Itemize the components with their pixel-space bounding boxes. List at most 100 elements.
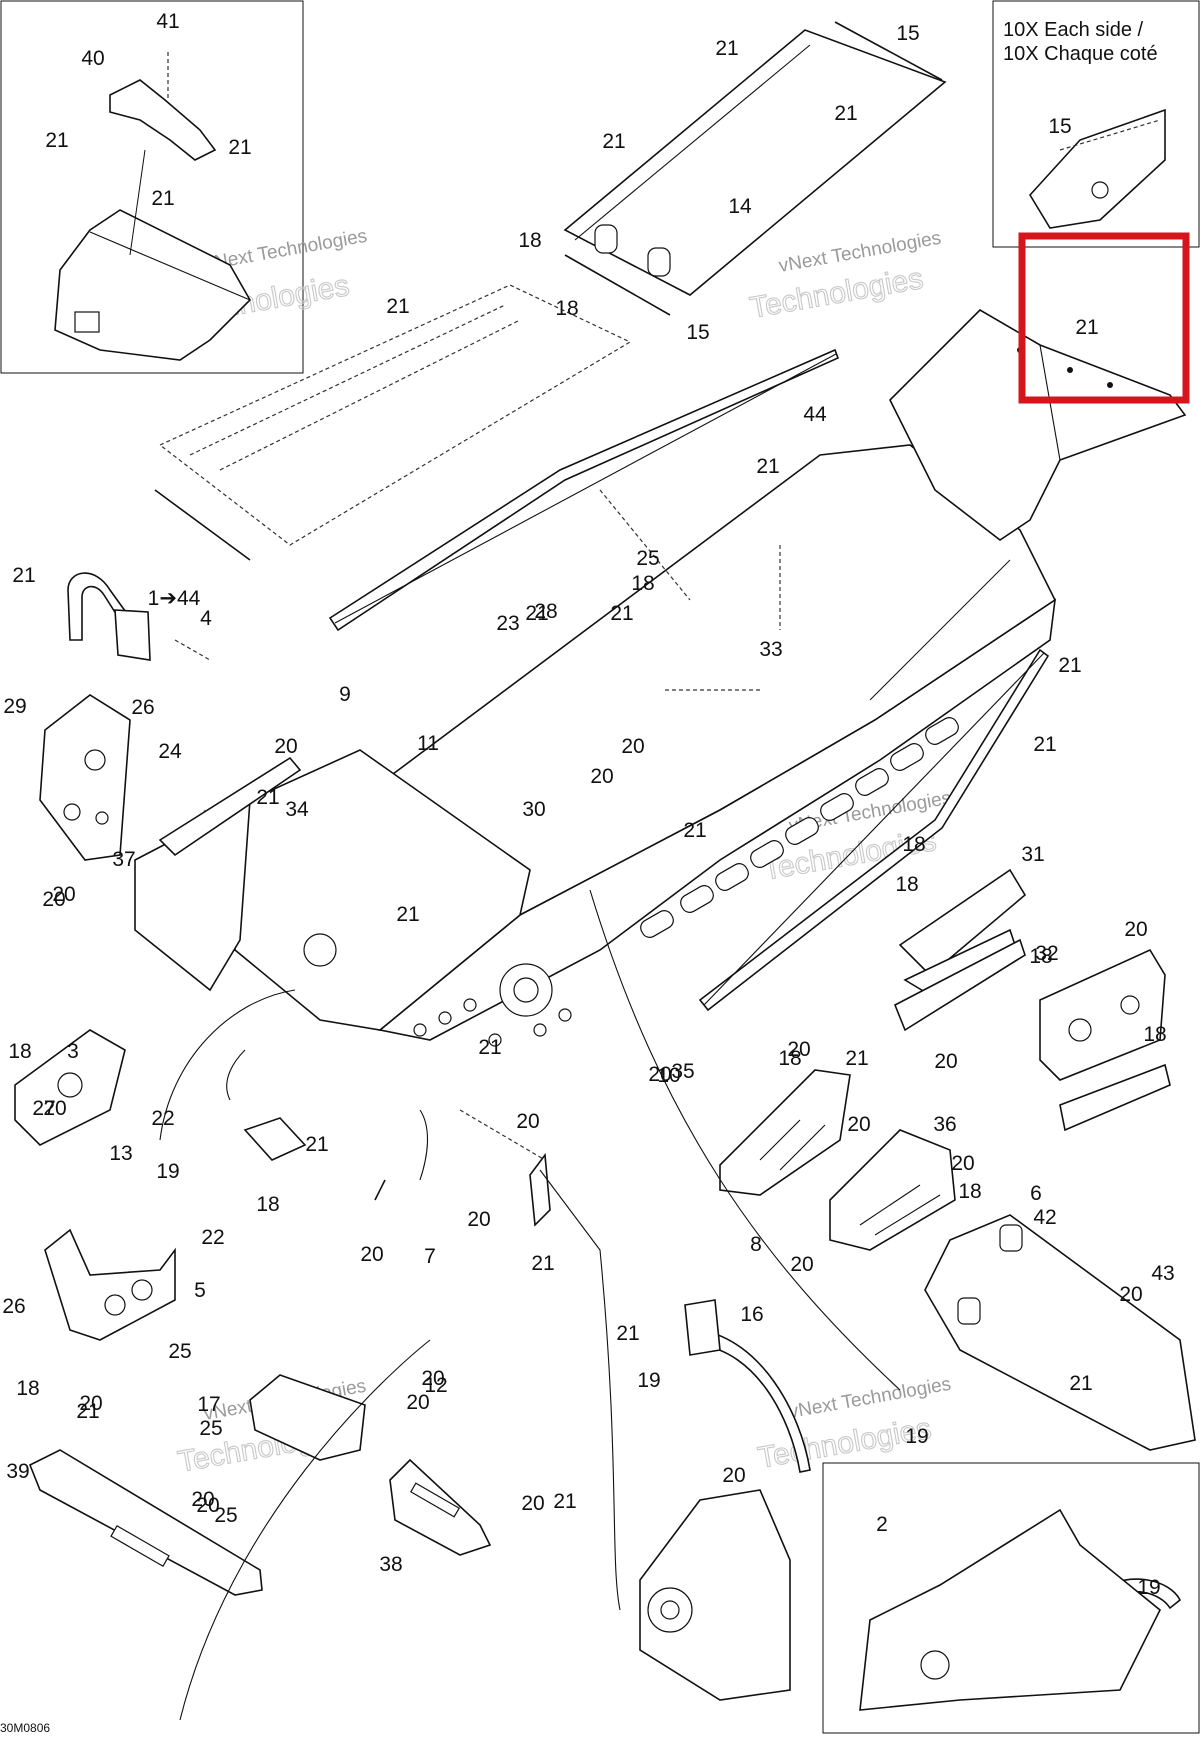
part-7-drawing	[719, 1069, 851, 1196]
callout-15: 15	[896, 22, 919, 45]
inset-box-top-right	[992, 0, 1200, 248]
bottom-right-inset-tunnel	[859, 1508, 1162, 1711]
callout-40: 40	[81, 47, 104, 70]
callout-25: 25	[636, 547, 659, 570]
callout-21: 21	[1033, 733, 1056, 756]
tunnel-main-drawing	[134, 444, 1057, 1047]
callout-41: 41	[156, 10, 179, 33]
callout-30: 30	[522, 798, 545, 821]
callout-22: 22	[151, 1107, 174, 1130]
callout-14: 14	[728, 195, 752, 218]
callout-28: 28	[534, 600, 557, 623]
part-9-highlight-box	[1018, 232, 1190, 404]
callout-21: 21	[834, 102, 857, 125]
callout-8: 8	[750, 1233, 762, 1256]
callout-20: 20	[467, 1208, 490, 1231]
callout-18: 18	[16, 1377, 39, 1400]
part-23-drawing	[328, 348, 840, 632]
part-5-drawing	[684, 1299, 811, 1473]
callout-3: 3	[67, 1040, 79, 1063]
drawing-code: 30M0806	[0, 1721, 50, 1734]
part-36-drawing	[1059, 1063, 1171, 1132]
callout-20: 20	[196, 1494, 219, 1517]
callout-18: 18	[256, 1193, 279, 1216]
tunnel-vent-row	[640, 717, 959, 938]
callout-21: 21	[531, 1252, 554, 1275]
part-42-drawing	[374, 1179, 386, 1201]
callout-20: 20	[1124, 918, 1147, 941]
callout-21: 21	[610, 602, 633, 625]
callout-7: 7	[424, 1245, 436, 1268]
callout-4: 4	[200, 607, 212, 630]
callout-18: 18	[8, 1040, 31, 1063]
callout-21: 21	[756, 455, 779, 478]
callout-17: 17	[197, 1393, 220, 1416]
callout-20: 20	[360, 1243, 383, 1266]
dashed-running-board	[154, 284, 632, 561]
callout-21: 21	[76, 1400, 99, 1423]
callout-144: 1➔44	[148, 587, 201, 610]
callout-18: 18	[555, 297, 578, 320]
callout-21: 21	[1075, 316, 1098, 339]
callout-43: 43	[1151, 1262, 1174, 1285]
callout-19: 19	[156, 1160, 179, 1183]
watermark-text: Technologies	[747, 262, 925, 325]
callout-20: 20	[951, 1152, 974, 1175]
callout-44: 44	[803, 403, 827, 426]
callout-25: 25	[214, 1504, 237, 1527]
callout-21: 21	[305, 1133, 328, 1156]
callout-18: 18	[895, 873, 918, 896]
part-32-drawing	[1039, 948, 1166, 1081]
callout-9: 9	[339, 683, 351, 706]
callout-21: 21	[256, 786, 279, 809]
callout-18: 18	[631, 572, 654, 595]
callout-20: 20	[934, 1050, 957, 1073]
callout-29: 29	[3, 695, 26, 718]
part-43-drawing	[924, 1214, 1196, 1451]
callout-15: 15	[1048, 115, 1071, 138]
callout-18: 18	[1143, 1023, 1166, 1046]
callout-20: 20	[191, 1488, 214, 1511]
inset-box-top-left	[0, 0, 304, 374]
callout-20: 20	[1119, 1283, 1142, 1306]
callout-21: 21	[683, 819, 706, 842]
callout-25: 25	[168, 1340, 191, 1363]
callout-34: 34	[285, 798, 309, 821]
callout-21: 21	[525, 602, 548, 625]
callout-21: 21	[845, 1047, 868, 1070]
callout-39: 39	[6, 1460, 29, 1483]
callout-19: 19	[637, 1369, 660, 1392]
callout-18: 18	[958, 1180, 981, 1203]
part-14-drawing	[563, 21, 947, 316]
callout-21: 21	[553, 1490, 576, 1513]
callout-13: 13	[109, 1142, 132, 1165]
callout-20: 20	[590, 765, 613, 788]
callout-20: 20	[42, 888, 65, 911]
callout-16: 16	[740, 1303, 763, 1326]
callout-33: 33	[759, 638, 782, 661]
callout-2: 2	[876, 1513, 888, 1536]
callout-19: 19	[905, 1425, 928, 1448]
callout-18: 18	[778, 1047, 801, 1070]
part-4-drawing	[67, 572, 211, 661]
callout-20: 20	[847, 1113, 870, 1136]
callout-23: 23	[496, 612, 519, 635]
part-6-drawing	[529, 1152, 551, 1227]
callout-26: 26	[2, 1295, 25, 1318]
part-24-drawing	[698, 648, 1050, 1012]
callout-6: 6	[1030, 1182, 1042, 1205]
part-35-drawing	[893, 938, 1026, 1032]
callout-20: 20	[52, 883, 75, 906]
part-13-drawing	[243, 1117, 307, 1161]
callout-42: 42	[1033, 1206, 1056, 1229]
callout-21: 21	[478, 1036, 501, 1059]
callout-5: 5	[194, 1279, 206, 1302]
part-11-drawing	[39, 694, 131, 861]
part-16-drawing	[249, 1374, 366, 1461]
note-line: 10X Each side /	[1003, 19, 1144, 41]
callout-21: 21	[151, 187, 174, 210]
part-10-drawing	[44, 1228, 176, 1341]
